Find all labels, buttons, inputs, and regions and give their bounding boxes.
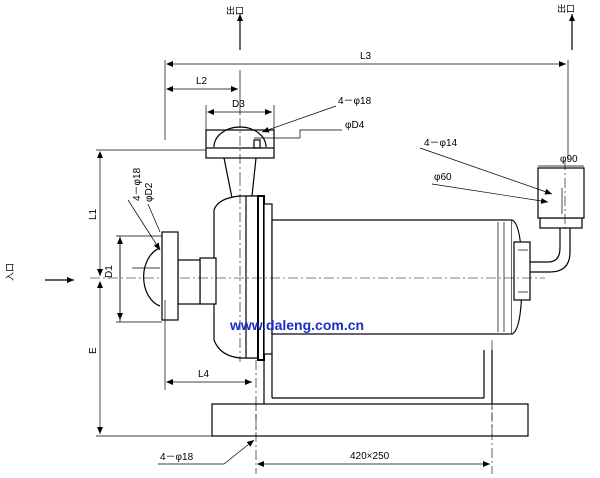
right-flange-phi60-label: φ60 (434, 172, 452, 183)
dimension-D3 (205, 105, 275, 130)
inlet-label: 入口 (5, 263, 16, 281)
base-plate (211, 340, 529, 474)
base-spacing-label: 420×250 (350, 451, 390, 462)
motor-body (271, 219, 531, 335)
outlet-left-label: 出口 (226, 5, 244, 17)
dimension-L1 (96, 149, 206, 276)
dimension-L4 (164, 300, 252, 390)
dimension-L2-label: L2 (196, 76, 208, 87)
dimension-E-label: E (88, 347, 99, 354)
top-flange-holes-label: 4－φ18 (338, 96, 372, 107)
motor-support (263, 350, 493, 404)
discharge-neck (223, 157, 257, 199)
dimension-L2 (166, 70, 241, 115)
dimension-D3-label: D3 (232, 99, 245, 110)
right-discharge-pipe (530, 160, 585, 273)
dimension-L4-label: L4 (198, 369, 210, 380)
top-flange-D4-label: φD4 (345, 120, 365, 131)
outlet-right-label: 出口 (557, 3, 575, 15)
inlet-flange (119, 231, 179, 322)
dimension-L3-label: L3 (360, 51, 372, 62)
dimension-E (96, 281, 212, 437)
right-flange-holes-label: 4－φ14 (424, 138, 458, 149)
dimension-D1-label: D1 (104, 265, 115, 278)
inlet-flange-D2-label: φD2 (144, 182, 155, 202)
base-holes-label: 4－φ18 (160, 452, 194, 463)
right-flange-phi90-label: φ90 (560, 154, 578, 165)
inlet-flange-holes-label: 4－φ18 (132, 167, 143, 201)
dimension-L3 (164, 60, 569, 160)
dimension-D1 (116, 235, 162, 323)
dimension-L1-label: L1 (88, 208, 99, 220)
watermark-text: www.daleng.com.cn (229, 317, 364, 333)
outlet-flange-top (205, 118, 300, 176)
